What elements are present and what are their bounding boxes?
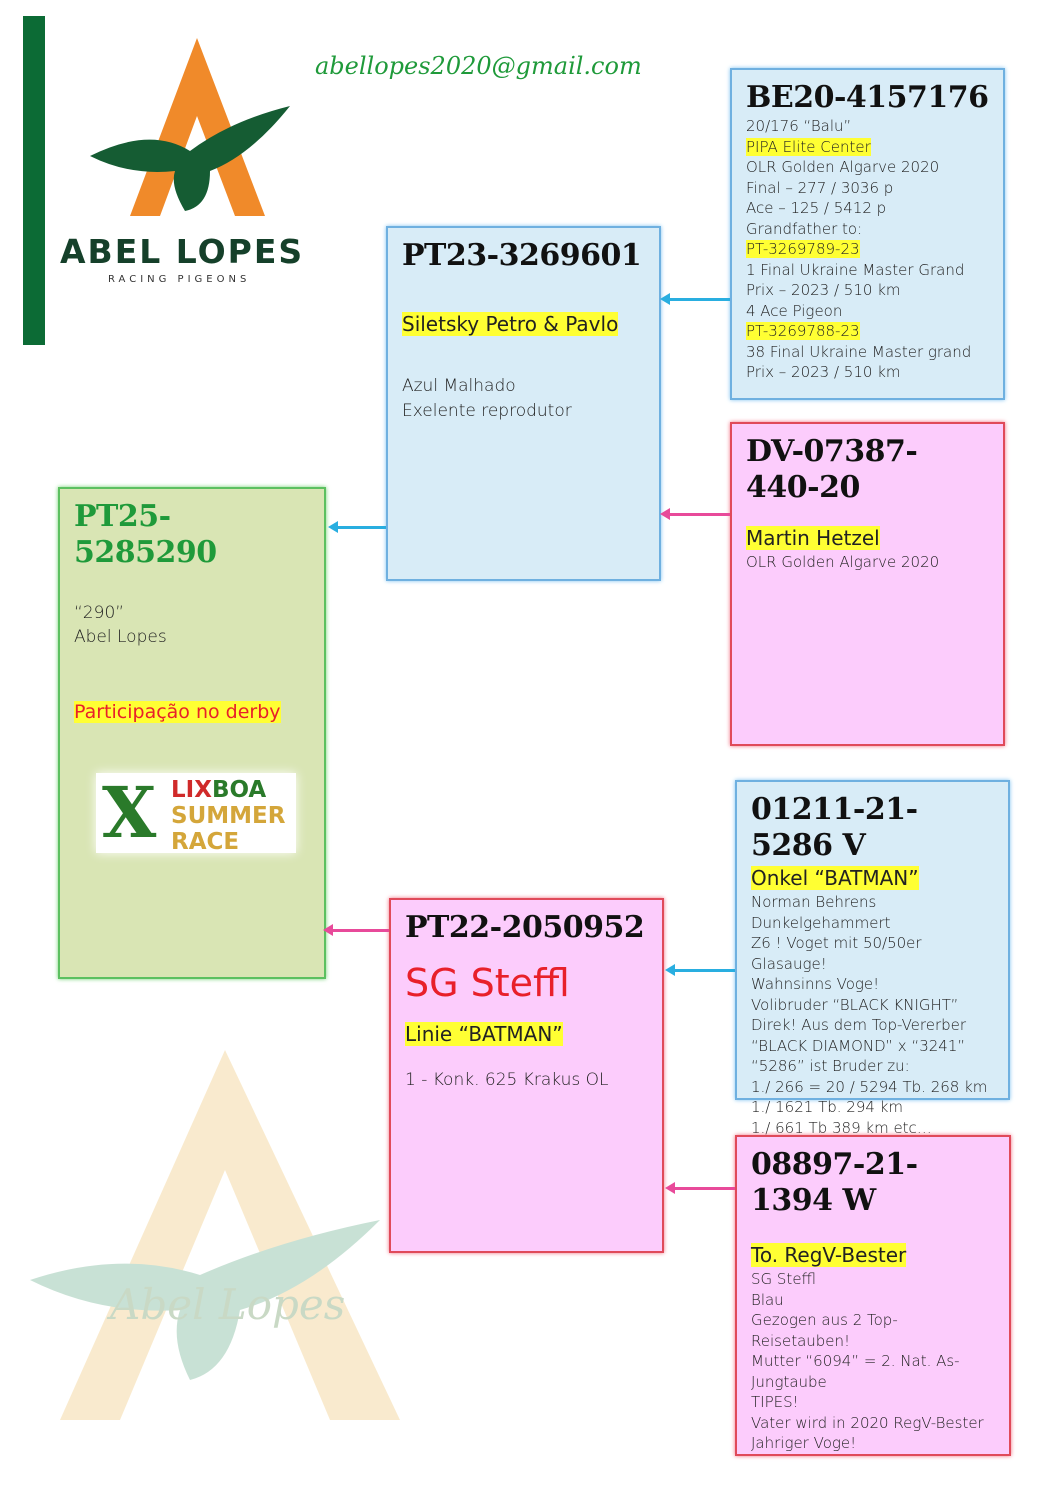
detail-line: 1./ 1621 Tb. 294 km [751,1098,903,1116]
dam-sire-ring: 01211-21-5286 V [751,792,918,863]
detail-line: Dunkelgehammert [751,913,891,932]
email-link[interactable]: abellopes2020@gmail.com [315,52,642,80]
subject-line: “290” [74,603,125,623]
arrow-left-icon [660,508,730,520]
watermark-text: Abel Lopes [110,1280,346,1329]
dam-ring: PT22-2050952 [405,910,645,945]
detail-line: 38 Final Ukraine Master grand [746,342,972,361]
sire-sire-ring: BE20-4157176 [746,80,989,115]
logo-a-bird-icon [90,38,290,216]
sire-dam-owner: Martin Hetzel [746,526,880,550]
arrow-left-icon [665,1182,735,1194]
dam-dam-ring: 08897-21-1394 W [751,1147,918,1218]
detail-line: “BLACK DIAMOND” x “3241” [751,1036,966,1055]
detail-line: TIPES! [751,1393,799,1411]
sire-ring: PT23-3269601 [402,238,642,273]
detail-line: 1./ 661 Tb 389 km etc… [751,1118,932,1137]
subject-box: PT25-5285290 “290” Abel Lopes Participaç… [58,487,326,979]
detail-line: Jahriger Voge! [751,1434,857,1452]
detail-line: Gezogen aus 2 Top-Reisetauben! [751,1311,898,1350]
dam-sire-box: 01211-21-5286 V Onkel “BATMAN” Norman Be… [735,780,1010,1137]
sire-line: Azul Malhado [402,376,516,396]
logo: ABEL LOPES RACING PIGEONS [60,36,335,296]
badge-race: RACE [171,829,240,855]
sire-sire-box: BE20-4157176 20/176 “Balu” PIPA Elite Cen… [730,68,1005,400]
detail-line: SG Steffl [751,1270,817,1288]
subject-note: Participação no derby [74,701,281,723]
dam-box: PT22-2050952 SG Steffl Linie “BATMAN” 1 … [389,898,664,1253]
subject-line: Abel Lopes [74,627,167,647]
badge-boa: BOA [211,777,267,803]
lixboa-badge: X LIXBOA SUMMER RACE [96,771,296,855]
watermark: Abel Lopes [20,1050,420,1430]
dam-breeder: SG Steffl [405,961,570,1005]
sire-line: Exelente reprodutor [402,401,572,421]
sire-owner: Siletsky Petro & Pavlo [402,312,619,336]
detail-line: 4 Ace Pigeon [746,301,843,320]
logo-name: ABEL LOPES [60,232,305,271]
detail-line: 1 Final Ukraine Master Grand [746,260,965,279]
dam-dam-box: 08897-21-1394 W To. RegV-Bester SG Steff… [735,1135,1011,1456]
green-side-bar [23,16,45,345]
detail-line: Final – 277 / 3036 p [746,178,894,197]
dam-sire-title: Onkel “BATMAN” [751,866,919,890]
x-logo-icon: X [102,771,157,854]
sire-dam-line: OLR Golden Algarve 2020 [746,553,940,571]
dam-dam-title: To. RegV-Bester [751,1243,907,1267]
badge-lix: LIX [171,777,212,803]
badge-summer: SUMMER [171,803,286,829]
sire-box: PT23-3269601 Siletsky Petro & Pavlo Azul… [386,226,661,581]
sire-dam-box: DV-07387-440-20 Martin Hetzel OLR Golden… [730,422,1005,746]
subject-ring: PT25-5285290 [74,499,217,570]
detail-line: OLR Golden Algarve 2020 [746,158,940,176]
detail-line: Wahnsinns Voge! [751,975,880,993]
detail-line: Prix – 2023 / 510 km [746,363,901,381]
arrow-left-icon [660,293,730,305]
detail-line: Z6 ! Voget mit 50/50er Glasauge! [751,934,922,973]
detail-line: PT-3269788-23 [746,322,860,340]
detail-line: Blau [751,1290,784,1309]
detail-line: Volibruder “BLACK KNIGHT” [751,995,959,1014]
detail-line: Ace – 125 / 5412 p [746,199,887,217]
arrow-left-icon [328,521,386,533]
detail-line: PT-3269789-23 [746,240,860,258]
detail-line: 20/176 “Balu” [746,117,852,135]
detail-line: “5286” ist Bruder zu: [751,1057,910,1075]
arrow-left-icon [665,964,735,976]
arrow-left-icon [323,924,389,936]
detail-line: Grandfather to: [746,219,863,238]
detail-line: Mutter “6094” = 2. Nat. As-Jungtaube [751,1352,960,1391]
detail-line: 1./ 266 = 20 / 5294 Tb. 268 km [751,1077,988,1096]
dam-line: Linie “BATMAN” [405,1022,563,1046]
sire-dam-ring: DV-07387-440-20 [746,434,918,505]
detail-line: PIPA Elite Center [746,137,871,156]
detail-line: Prix – 2023 / 510 km [746,281,901,299]
dam-detail: 1 - Konk. 625 Krakus OL [405,1070,609,1090]
logo-sub: RACING PIGEONS [108,274,251,285]
detail-line: Norman Behrens [751,893,877,911]
detail-line: Direk! Aus dem Top-Vererber [751,1016,967,1034]
detail-line: Vater wird in 2020 RegV-Bester [751,1413,984,1432]
